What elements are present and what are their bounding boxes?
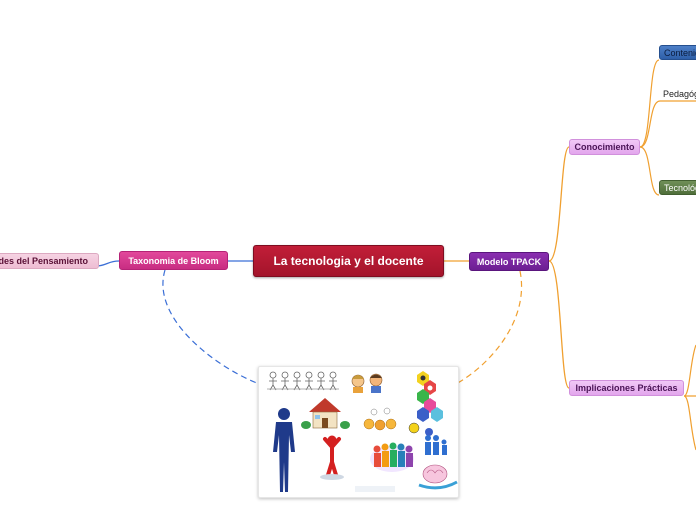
link-conocimiento-pedagogico <box>639 100 661 148</box>
link-tpack-image <box>455 270 523 385</box>
family-icon <box>425 435 447 455</box>
red-figure-icon <box>320 435 344 480</box>
central-topic[interactable]: La tecnologia y el docente <box>253 245 444 277</box>
cartoon-faces-icon <box>363 407 397 431</box>
link-conocimiento-contenido <box>639 59 660 148</box>
topic-modelo-tpack[interactable]: Modelo TPACK <box>469 252 549 271</box>
topic-contenido[interactable]: Contenido <box>659 45 696 60</box>
cartoon-faces-icon <box>351 373 383 393</box>
topic-taxonomia-bloom[interactable]: Taxonomia de Bloom <box>119 251 228 270</box>
topic-implicaciones-practicas[interactable]: Implicaciones Prácticas <box>569 380 684 396</box>
link-bloom-image <box>162 269 263 386</box>
topic-habilidades-pensamiento[interactable]: Habilidades del Pensamiento <box>0 253 99 269</box>
topic-tecnologico[interactable]: Tecnológico <box>659 180 696 195</box>
illustration-image[interactable] <box>258 366 459 498</box>
link-implicaciones-children <box>683 344 696 451</box>
link-tpack-conocimiento <box>548 146 570 262</box>
link-tpack-implicaciones <box>548 260 570 389</box>
sketch-people-icon <box>267 371 339 391</box>
collage-illustration <box>267 371 458 492</box>
emoji-hexagons-icon <box>408 371 443 436</box>
team-figures-icon <box>370 442 414 472</box>
link-conocimiento-tecnologico <box>639 146 660 196</box>
topic-pedagogico[interactable]: Pedagógico <box>663 89 696 99</box>
human-silhouette-icon <box>273 408 295 492</box>
house-icon <box>301 398 350 429</box>
link-bloom-habilidades <box>95 260 120 267</box>
brain-icon <box>355 464 458 492</box>
topic-conocimiento[interactable]: Conocimiento <box>569 139 640 155</box>
